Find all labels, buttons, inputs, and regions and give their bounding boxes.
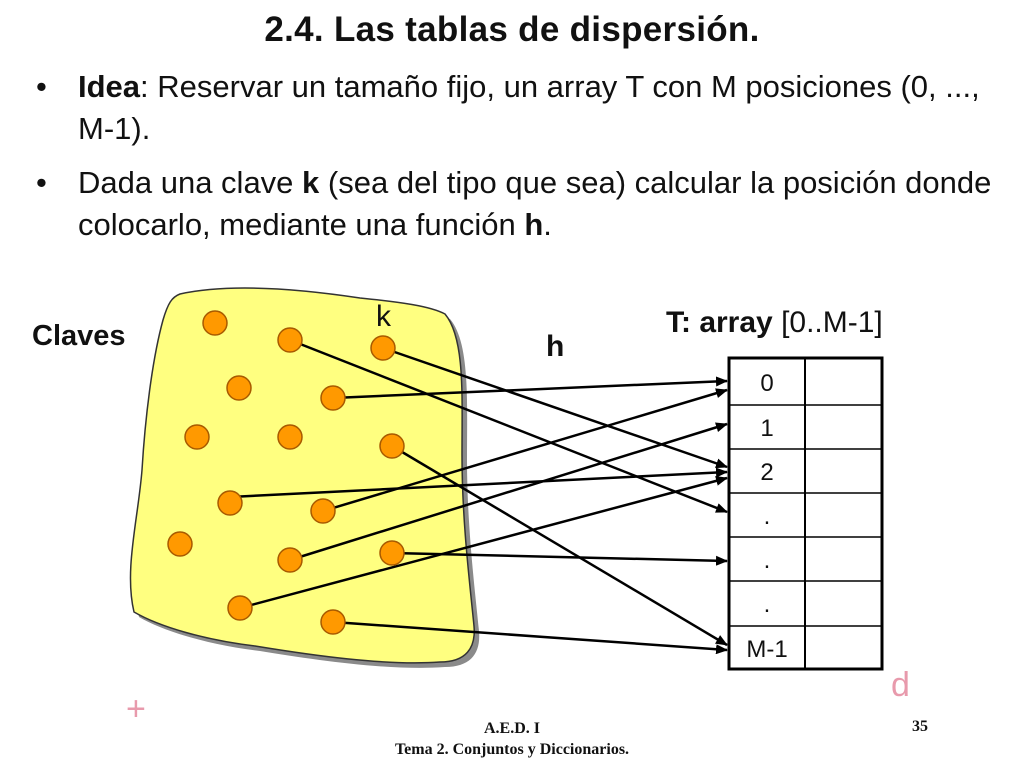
hash-arrow: [332, 620, 728, 655]
hash-arrow: [289, 338, 728, 514]
key-dot: [277, 547, 303, 573]
table-cell-index: .: [764, 547, 771, 574]
hash-arrow: [391, 551, 728, 566]
d-mark: d: [891, 666, 910, 704]
bullet-dot: •: [36, 165, 47, 200]
key-dot: [370, 335, 396, 361]
bullet-text-end: .: [543, 207, 552, 242]
key-dot: [226, 375, 252, 401]
footer-course: A.E.D. I: [483, 720, 540, 737]
hash-arrow: [239, 476, 728, 610]
hash-arrow: [391, 444, 728, 647]
key-dot: [184, 424, 210, 450]
footer: A.E.D. I Tema 2. Conjuntos y Diccionario…: [0, 718, 1024, 760]
key-dot: [379, 540, 405, 566]
claves-label: Claves: [32, 320, 126, 352]
table-array: 0 1 2 . . . M-1: [727, 356, 884, 671]
function-term-h: h: [524, 207, 544, 242]
bullet-list: • Idea: Reservar un tamaño fijo, un arra…: [36, 66, 996, 258]
table-cell-index: 1: [760, 415, 773, 442]
key-dot: [310, 498, 336, 524]
array-label-bold: T: array: [666, 306, 773, 339]
key-dot: [217, 490, 243, 516]
key-term-k: k: [302, 165, 320, 200]
bullet-dot: •: [36, 69, 47, 104]
hash-arrow: [322, 388, 728, 513]
key-dot: [277, 424, 303, 450]
key-dot: [167, 531, 193, 557]
page-number: 35: [912, 718, 928, 735]
bullet-idea: • Idea: Reservar un tamaño fijo, un arra…: [36, 66, 996, 150]
idea-term: Idea: [78, 69, 141, 104]
key-dot: [320, 609, 346, 635]
footer-topic: Tema 2. Conjuntos y Diccionarios.: [394, 741, 630, 758]
key-dot: [277, 327, 303, 353]
plus-mark: +: [126, 690, 146, 728]
bullet-dada-clave: • Dada una clave k (sea del tipo que sea…: [36, 162, 996, 246]
hash-arrow: [382, 346, 728, 469]
hash-arrow: [332, 376, 728, 400]
key-dot: [379, 433, 405, 459]
key-dot: [202, 310, 228, 336]
key-dot: [227, 595, 253, 621]
table-cell-index: 0: [760, 370, 773, 397]
array-label: T: array [0..M-1]: [666, 306, 883, 340]
bullet-text-pre: Dada una clave: [78, 165, 303, 200]
hash-arrow: [289, 422, 728, 562]
hash-arrow: [229, 467, 728, 499]
table-cell-index: .: [764, 591, 771, 618]
bullet-text-mid: (sea del tipo que sea) calcular la posic…: [78, 165, 992, 242]
key-dot: [320, 385, 346, 411]
array-label-range: [0..M-1]: [772, 306, 883, 339]
table-cell-index: 2: [760, 459, 773, 486]
k-label: k: [376, 300, 391, 333]
h-label: h: [546, 330, 565, 363]
table-cell-index: M-1: [746, 636, 787, 663]
idea-text: : Reservar un tamaño fijo, un array T co…: [78, 69, 980, 146]
slide-title: 2.4. Las tablas de dispersión.: [264, 10, 760, 49]
table-cell-index: .: [764, 503, 771, 530]
